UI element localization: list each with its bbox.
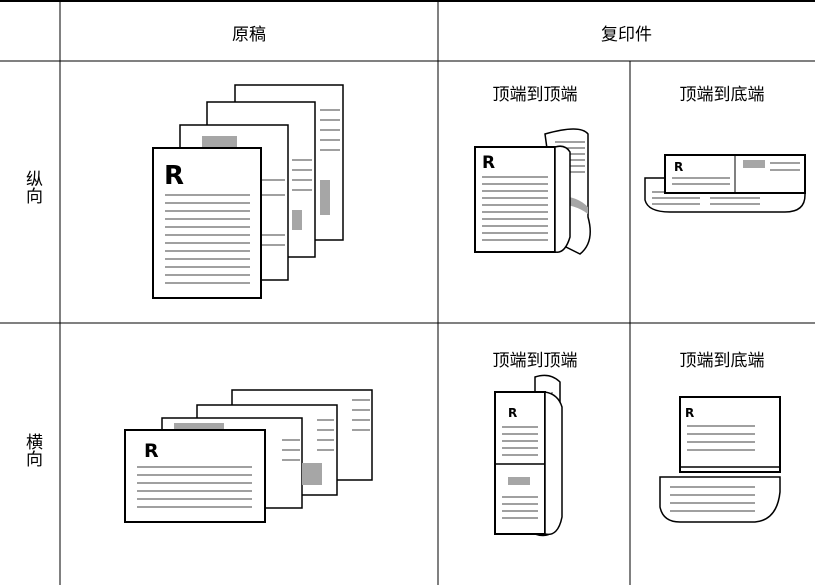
page-letter: R (508, 406, 517, 420)
row-label-portrait: 纵向 (22, 170, 42, 204)
copy-front-page (494, 391, 546, 535)
label-landscape-top-to-top: 顶端到顶端 (492, 351, 578, 371)
header-copy: 复印件 (601, 25, 652, 45)
page-letter: R (674, 160, 683, 174)
page-letter: R (685, 406, 694, 420)
portrait-copy-top-to-bottom: R (644, 154, 806, 213)
curled-lower-page (659, 476, 781, 523)
page-letter: R (482, 153, 495, 173)
page-letter: R (164, 161, 184, 191)
row-label-landscape: 横向 (22, 433, 42, 467)
stack-page-front (124, 429, 266, 523)
portrait-copy-top-to-top: R (474, 128, 591, 255)
landscape-original-stack: R (124, 389, 373, 523)
portrait-original-stack: R (152, 84, 344, 299)
landscape-copy-top-to-bottom: R (659, 396, 781, 523)
copy-front-page (679, 396, 781, 473)
copy-front-page (474, 146, 556, 253)
label-landscape-top-to-bottom: 顶端到底端 (679, 351, 765, 371)
label-portrait-top-to-bottom: 顶端到底端 (679, 85, 765, 105)
landscape-copy-top-to-top: R (494, 374, 563, 537)
header-original: 原稿 (232, 25, 266, 45)
stack-page-front (152, 147, 262, 299)
page-letter: R (144, 440, 159, 462)
label-portrait-top-to-top: 顶端到顶端 (492, 85, 578, 105)
